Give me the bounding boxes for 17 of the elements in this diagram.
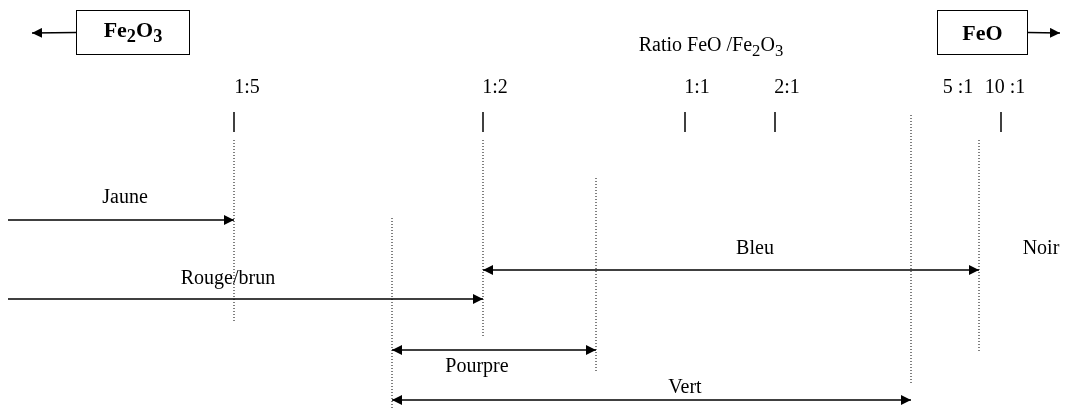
range-label: Pourpre xyxy=(445,355,509,375)
compound-box: Fe$_{2}$O$_{3}$ xyxy=(76,10,190,55)
ratio-value: 10 :1 xyxy=(984,76,1026,96)
ratio-value: 1:2 xyxy=(482,76,508,96)
range-label: Bleu xyxy=(736,237,774,257)
ratio-value: 2:1 xyxy=(774,76,800,96)
range-label: Jaune xyxy=(102,186,148,206)
axis-title: Ratio FeO /Fe$_{2}$O$_{3}$ xyxy=(638,34,784,60)
arrow xyxy=(1027,27,1061,38)
range-label: Noir xyxy=(1022,237,1060,257)
ratio-value: 1:1 xyxy=(684,76,710,96)
ratio-value: 1:5 xyxy=(234,76,260,96)
compound-box: FeO xyxy=(937,10,1028,55)
arrow xyxy=(31,27,77,38)
range-label: Rouge/brun xyxy=(180,267,276,287)
range-label: Vert xyxy=(668,376,702,396)
ratio-value: 5 :1 xyxy=(942,76,974,96)
